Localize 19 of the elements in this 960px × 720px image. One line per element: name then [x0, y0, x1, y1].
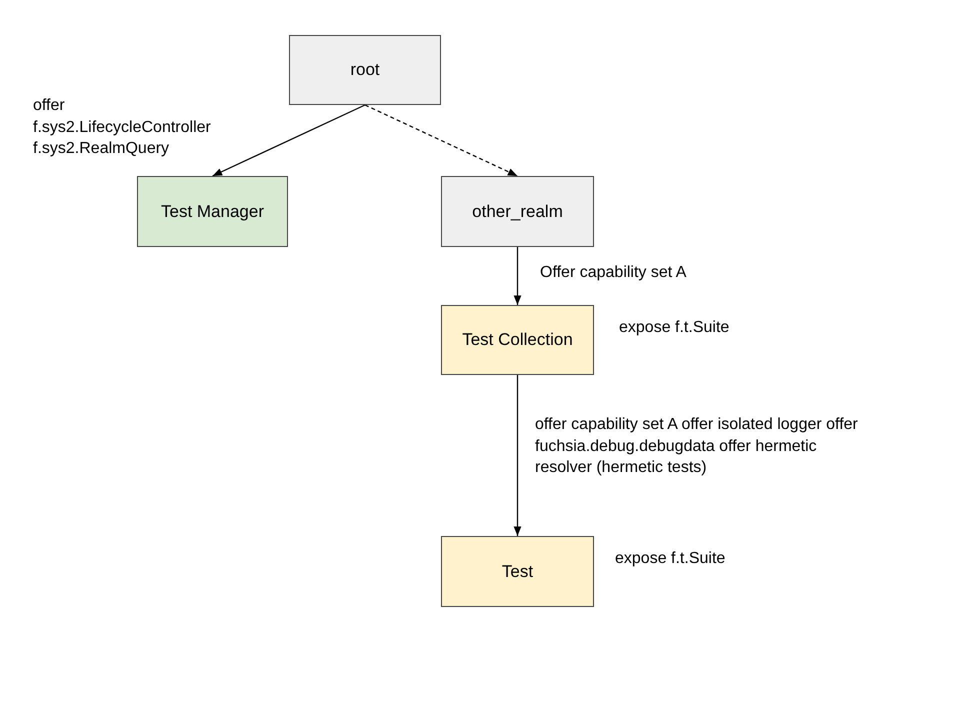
box-label: other_realm — [472, 202, 563, 222]
box-label: root — [350, 60, 380, 80]
arrow — [514, 247, 522, 305]
arrow — [514, 375, 522, 536]
edge-label: offer f.sys2.LifecycleController f.sys2.RealmQuery — [33, 96, 211, 160]
annotation-text: expose f.t.Suite — [615, 549, 726, 569]
annotation-text: expose f.t.Suite — [619, 318, 730, 338]
arrow — [364, 104, 518, 177]
process-box — [441, 176, 594, 247]
process-box — [441, 536, 594, 607]
edge-label: Offer capability set A — [540, 263, 686, 283]
process-box — [289, 35, 441, 105]
box-label: Test Collection — [462, 330, 573, 350]
box-label: Test Manager — [161, 202, 264, 222]
arrow — [212, 104, 366, 177]
box-label: Test — [502, 562, 534, 582]
process-box — [441, 305, 594, 375]
edge-label: offer capability set A offer isolated logger offer fuchsia.debug.debugdata offer hermetic resolver (hermetic tests) — [535, 415, 859, 478]
process-box — [137, 176, 288, 247]
